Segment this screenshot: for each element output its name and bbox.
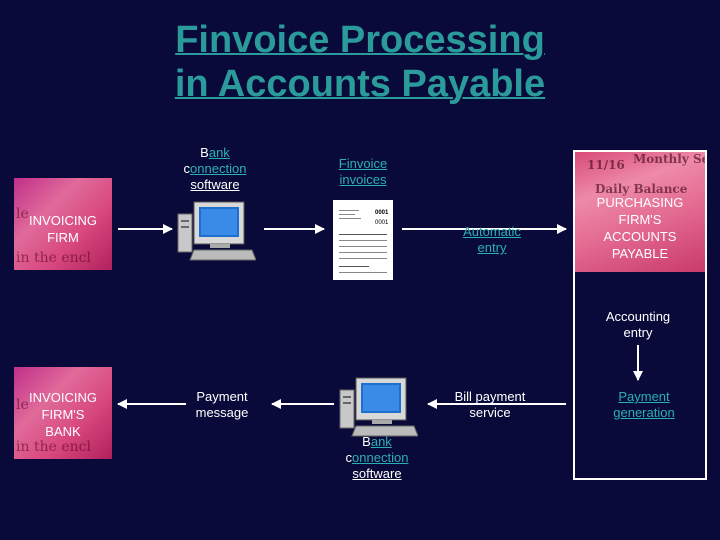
label-line: message (195, 405, 249, 420)
purchasing-label-line: FIRM'S (618, 212, 662, 227)
diagram-title: Finvoice Processing in Accounts Payable (0, 18, 720, 106)
label-link-text: onnection (352, 450, 409, 465)
label-line: service (469, 405, 511, 420)
photo-balance-text: Daily Balance (595, 182, 688, 196)
invoice-number: 0001 (375, 220, 389, 226)
firm-photo-text: in the encl (16, 250, 91, 266)
label-link-text: ank (208, 145, 230, 160)
accounting-entry-label: Accounting entry (588, 309, 688, 341)
label-char: B (362, 434, 371, 449)
bank-connection-software-label-top: Bank connection software (160, 145, 270, 193)
label-line: Accounting (605, 309, 671, 324)
payment-message-label: Payment message (178, 389, 266, 421)
purchasing-label-line: PURCHASING (596, 195, 684, 210)
title-line-2: in Accounts Payable (174, 63, 546, 105)
invoicing-firm-box: le in the encl INVOICING FIRM (14, 178, 112, 270)
automatic-entry-label: Automatic entry (446, 224, 538, 256)
bank-photo-text: in the encl (16, 439, 91, 455)
invoicing-firms-bank-label: INVOICING FIRM'S BANK (14, 389, 112, 440)
label-line: Bill payment (454, 389, 526, 404)
invoice-number: 0001 (375, 210, 389, 216)
photo-header-text: Monthly Se (633, 152, 705, 166)
firm-photo-text: le (16, 206, 29, 222)
purchasing-firm-label: PURCHASING FIRM'S ACCOUNTS PAYABLE (575, 194, 705, 262)
label-line: Finvoice (338, 156, 388, 171)
purchasing-label-line: PAYABLE (611, 246, 669, 261)
purchasing-firm-panel (573, 150, 707, 480)
bill-payment-service-label: Bill payment service (436, 389, 544, 421)
invoice-document-icon: 0001 0001 (333, 200, 393, 280)
computer-icon (177, 201, 256, 261)
payment-generation-label: Payment generation (596, 389, 692, 421)
label-line: entry (623, 325, 653, 340)
finvoice-invoices-label: Finvoice invoices (318, 156, 408, 188)
bank-label-line: BANK (45, 424, 81, 439)
label-char: c (345, 450, 353, 465)
label-link-text: software (352, 466, 402, 481)
label-char: c (183, 161, 191, 176)
label-line: Payment (196, 389, 248, 404)
label-line: Automatic (463, 224, 521, 239)
bank-label-line: FIRM'S (41, 407, 85, 422)
label-link-text: onnection (190, 161, 247, 176)
label-line: Payment (618, 389, 670, 404)
bank-connection-software-label-bottom: Bank connection software (322, 434, 432, 482)
invoicing-firm-label: INVOICING FIRM (29, 213, 97, 245)
purchasing-label-line: ACCOUNTS (603, 229, 677, 244)
label-char: B (200, 145, 209, 160)
label-line: entry (477, 240, 507, 255)
label-line: generation (613, 405, 675, 420)
accounts-payable-photo: 11/16 Monthly Se Daily Balance PURCHASIN… (575, 152, 705, 272)
bank-label-line: INVOICING (29, 390, 97, 405)
computer-icon (339, 377, 418, 437)
label-line: invoices (339, 172, 387, 187)
label-link-text: software (190, 177, 240, 192)
label-link-text: ank (370, 434, 392, 449)
invoicing-firms-bank-box: le in the encl INVOICING FIRM'S BANK (14, 367, 112, 459)
title-line-1: Finvoice Processing (175, 19, 545, 61)
photo-date-text: 11/16 (587, 158, 625, 172)
bank-photo-text: le (16, 397, 29, 413)
